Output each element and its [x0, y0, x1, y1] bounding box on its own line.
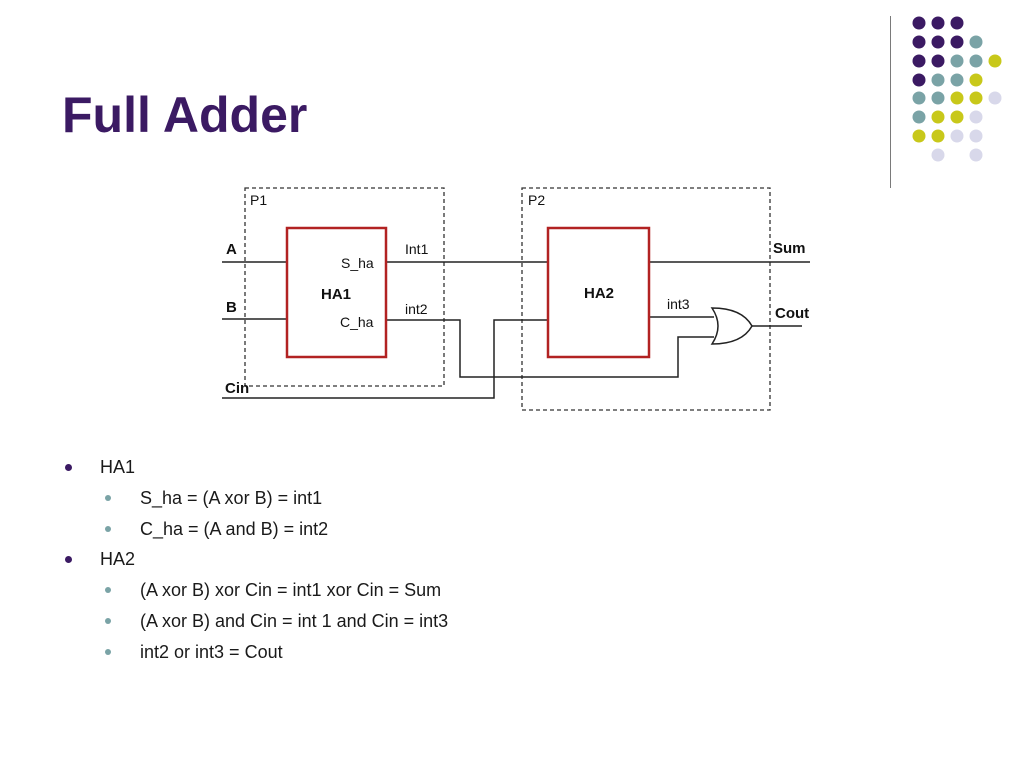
sub-bullet-item: (A xor B) xor Cin = int1 xor Cin = Sum [105, 580, 442, 601]
decor-dot [950, 16, 964, 30]
full-adder-diagram: P1 P2 HA1 S_ha C_ha [222, 187, 810, 411]
wires [222, 261, 810, 399]
slide-title: Full Adder [62, 87, 308, 143]
decor-dot [912, 73, 926, 87]
bullet-text: HA2 [100, 549, 136, 569]
sub-bullet-dot [105, 526, 111, 532]
input-a-label: A [226, 241, 237, 258]
ha2-block [546, 226, 651, 359]
decor-dot [969, 35, 983, 49]
sub-bullet-dot [105, 495, 111, 501]
or-gate [710, 307, 753, 345]
bullet-item: HA1 [65, 457, 136, 478]
wire-int2 [385, 319, 714, 378]
sub-bullet-text: (A xor B) and Cin = int 1 and Cin = int3 [140, 611, 449, 631]
partition-p1-label: P1 [250, 192, 267, 208]
ha1-block [285, 226, 388, 359]
sub-bullet-item: int2 or int3 = Cout [105, 642, 283, 663]
decor-dot [931, 129, 945, 143]
sub-bullet-item: C_ha = (A and B) = int2 [105, 519, 329, 540]
decor-dot [931, 35, 945, 49]
decor-dot [969, 54, 983, 68]
ha2-label: HA2 [584, 285, 614, 302]
decor-dot [912, 129, 926, 143]
output-cout-label: Cout [775, 305, 809, 322]
ha1-port-s-label: S_ha [341, 255, 374, 271]
decor-dot [931, 16, 945, 30]
ha1-port-c-label: C_ha [340, 314, 374, 330]
decor-dot [912, 91, 926, 105]
wire-int2-label: int2 [405, 301, 428, 317]
sub-bullet-dot [105, 649, 111, 655]
partition-p2-box [521, 187, 771, 411]
wire-int1-label: Int1 [405, 241, 429, 257]
partition-p1-box [244, 187, 445, 387]
decor-dot [931, 148, 945, 162]
decor-dot [912, 16, 926, 30]
input-cin-label: Cin [225, 380, 249, 397]
input-b-label: B [226, 299, 237, 316]
sub-bullet-dot [105, 618, 111, 624]
decorative-dot-grid [912, 16, 1002, 162]
decor-dot [950, 91, 964, 105]
sub-bullet-dot [105, 587, 111, 593]
wire-int3-label: int3 [667, 296, 690, 312]
sub-bullet-text: C_ha = (A and B) = int2 [140, 519, 329, 539]
decor-dot [950, 54, 964, 68]
decorative-divider [890, 16, 891, 188]
decor-dot [988, 54, 1002, 68]
decor-dot [969, 91, 983, 105]
decor-dot [950, 35, 964, 49]
bullet-dot [65, 464, 72, 471]
decor-dot [950, 73, 964, 87]
partition-p2-label: P2 [528, 192, 545, 208]
decor-dot [912, 54, 926, 68]
sub-bullet-text: (A xor B) xor Cin = int1 xor Cin = Sum [140, 580, 442, 600]
bullet-item: HA2 [65, 549, 136, 570]
decor-dot [912, 35, 926, 49]
output-sum-label: Sum [773, 240, 806, 257]
bullet-text: HA1 [100, 457, 136, 477]
decor-dot [950, 110, 964, 124]
sub-bullet-item: (A xor B) and Cin = int 1 and Cin = int3 [105, 611, 449, 632]
decor-dot [988, 91, 1002, 105]
sub-bullet-item: S_ha = (A xor B) = int1 [105, 488, 323, 509]
decor-dot [950, 129, 964, 143]
decor-dot [969, 129, 983, 143]
sub-bullet-text: int2 or int3 = Cout [140, 642, 283, 662]
wire-cin [222, 319, 548, 399]
decor-dot [931, 110, 945, 124]
ha1-label: HA1 [321, 286, 351, 303]
bullet-dot [65, 556, 72, 563]
decor-dot [912, 110, 926, 124]
decor-dot [931, 54, 945, 68]
decor-dot [969, 110, 983, 124]
decor-dot [969, 148, 983, 162]
decor-dot [969, 73, 983, 87]
sub-bullet-text: S_ha = (A xor B) = int1 [140, 488, 323, 508]
decor-dot [931, 91, 945, 105]
decor-dot [931, 73, 945, 87]
